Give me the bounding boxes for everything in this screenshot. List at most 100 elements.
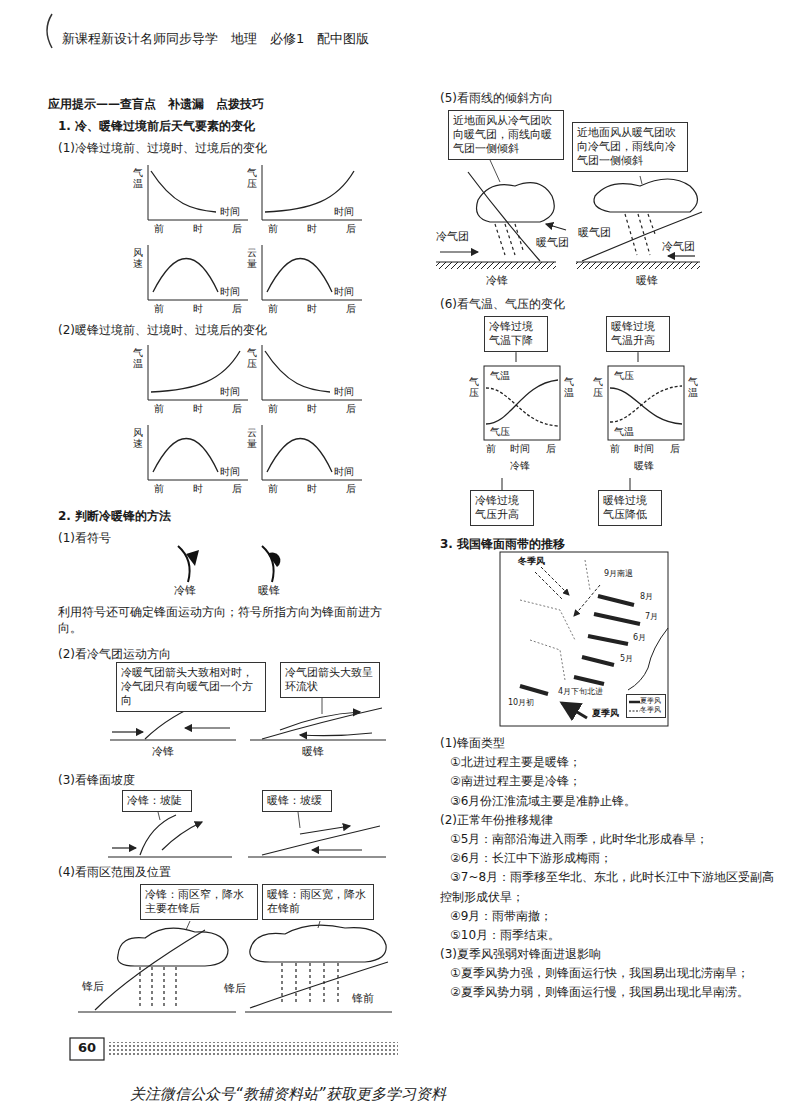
subheading: (1)锋面类型 bbox=[440, 734, 775, 753]
air-mass-label: 暖气团 bbox=[578, 226, 622, 241]
chart-label: 时间 bbox=[634, 443, 654, 454]
list-item: ②6月：长江中下游形成梅雨； bbox=[440, 849, 775, 868]
box-text: 近地面风从暖气团吹向冷气团，雨线向冷气团一侧倾斜 bbox=[577, 126, 683, 168]
map-label: 5月 bbox=[620, 655, 633, 664]
tick-label: 后 bbox=[346, 303, 356, 314]
tick-label: 前 bbox=[154, 303, 164, 314]
leader-line bbox=[502, 478, 503, 490]
chart-label: 气压 bbox=[593, 376, 603, 398]
chart-label: 前 bbox=[610, 443, 620, 454]
slope-figure bbox=[108, 812, 386, 857]
callout-box: 近地面风从冷气团吹向暖气团，雨线向暖气团一侧倾斜 bbox=[448, 110, 564, 160]
chart-label: 气压 bbox=[614, 370, 634, 381]
temp-pressure-chart: 气压气压气温气温前时间后暖锋 bbox=[590, 362, 702, 478]
callout-box: 冷气团箭头大致呈环流状 bbox=[280, 662, 380, 698]
chart-label: 气温 bbox=[614, 426, 634, 437]
subheading: (6)看气温、气压的变化 bbox=[440, 296, 740, 312]
symbol-label: 冷锋 bbox=[174, 584, 214, 599]
rain-area-figure bbox=[318, 921, 320, 928]
graph-axes bbox=[262, 425, 362, 480]
tick-label: 后 bbox=[346, 403, 356, 414]
leader-line bbox=[638, 352, 639, 362]
rain-area-figure bbox=[186, 921, 190, 930]
graph-axes bbox=[148, 345, 248, 400]
tick-label: 时 bbox=[193, 303, 203, 314]
chart-frame bbox=[484, 366, 560, 440]
axis-label: 时间 bbox=[334, 206, 354, 217]
list-item: ②南进过程主要是冷锋； bbox=[440, 772, 775, 791]
callout-box: 冷锋过境气温下降 bbox=[484, 316, 548, 352]
tick-label: 前 bbox=[154, 483, 164, 494]
subheading: (5)看雨线的倾斜方向 bbox=[440, 90, 740, 106]
rain-line-figure bbox=[477, 183, 555, 222]
axis-label: 时间 bbox=[334, 466, 354, 477]
page-number-band bbox=[70, 1038, 104, 1060]
section-heading: 2. 判断冷暖锋的方法 bbox=[58, 508, 398, 524]
list-item: ③6月份江淮流域主要是准静止锋。 bbox=[440, 792, 775, 811]
tick-label: 时 bbox=[307, 223, 317, 234]
rain-area-figure bbox=[245, 1011, 392, 1012]
graph-axes bbox=[148, 245, 248, 300]
china-rain-belt-map bbox=[520, 596, 640, 694]
chart-label: 后 bbox=[546, 443, 556, 454]
rain-line-figure bbox=[436, 262, 556, 269]
china-rain-belt-map bbox=[500, 552, 668, 726]
tick-label: 前 bbox=[154, 403, 164, 414]
tick-label: 时 bbox=[193, 223, 203, 234]
subheading: (1)看符号 bbox=[58, 530, 258, 546]
map-label: 9月南退 bbox=[604, 570, 633, 579]
page-number: 60 bbox=[70, 1039, 104, 1057]
temp-pressure-chart: 气压气温气温气压前时间后冷锋 bbox=[466, 362, 578, 478]
front-symbol bbox=[262, 546, 274, 582]
side-label: 锋后 bbox=[82, 980, 112, 995]
chart-title: 冷锋 bbox=[510, 460, 530, 471]
chart-label: 气温 bbox=[490, 370, 510, 381]
tick-label: 前 bbox=[268, 223, 278, 234]
page-number-band bbox=[70, 1038, 398, 1060]
rain-area-figure bbox=[95, 930, 205, 1010]
graph-axes bbox=[153, 259, 218, 293]
section-heading: 3. 我国锋面雨带的推移 bbox=[440, 536, 740, 552]
rain-line-figure bbox=[468, 172, 540, 261]
front-symbol bbox=[186, 550, 199, 566]
map-label: 夏季风 bbox=[592, 709, 619, 719]
front-label: 冷锋 bbox=[486, 274, 526, 289]
chart-label: 时间 bbox=[510, 443, 530, 454]
chart-label: 气压 bbox=[469, 376, 479, 398]
list-item: ③7~8月：雨季移至华北、东北，此时长江中下游地区受副高控制形成伏旱； bbox=[440, 868, 775, 906]
tick-label: 时 bbox=[307, 403, 317, 414]
tick-label: 后 bbox=[232, 223, 242, 234]
graph-axes bbox=[265, 171, 354, 212]
front-symbol bbox=[178, 546, 280, 582]
box-text: 暖锋过境气压降低 bbox=[603, 494, 657, 522]
box-text: 暖锋过境气温升高 bbox=[611, 320, 665, 348]
china-rain-belt-map bbox=[574, 585, 600, 616]
chart-frame bbox=[608, 366, 684, 440]
subheading: (4)看雨区范围及位置 bbox=[58, 864, 258, 880]
axis-label: 气温 bbox=[133, 167, 143, 189]
subheading: (2)暖锋过境前、过境时、过境后的变化 bbox=[58, 322, 398, 338]
rain-line-figure bbox=[546, 224, 566, 230]
axis-label: 云量 bbox=[247, 427, 257, 449]
box-text: 冷锋：雨区窄，降水主要在锋后 bbox=[145, 888, 253, 916]
rain-area-figure bbox=[250, 962, 388, 1008]
chart-frame bbox=[486, 388, 558, 426]
axis-label: 时间 bbox=[220, 286, 240, 297]
slope-figure bbox=[108, 856, 232, 857]
axis-label: 时间 bbox=[334, 286, 354, 297]
rain-line-figure bbox=[668, 255, 695, 256]
callout-box: 冷锋：雨区窄，降水主要在锋后 bbox=[140, 884, 258, 920]
subheading: (2)正常年份推移规律 bbox=[440, 811, 775, 830]
page-number-band bbox=[108, 1042, 398, 1056]
subheading: (1)冷锋过境前、过境时、过境后的变化 bbox=[58, 140, 398, 156]
text-column: (1)锋面类型①北进过程主要是暖锋；②南进过程主要是冷锋；③6月份江淮流域主要是… bbox=[440, 734, 775, 1003]
symbol-label: 暖锋 bbox=[258, 584, 298, 599]
slope-figure bbox=[248, 856, 386, 857]
air-mass-label: 冷气团 bbox=[436, 230, 480, 245]
tick-label: 时 bbox=[193, 483, 203, 494]
china-rain-belt-map bbox=[500, 552, 668, 726]
section-heading: 应用提示——查盲点 补遗漏 点拨技巧 bbox=[48, 96, 408, 112]
callout-box: 近地面风从暖气团吹向冷气团，雨线向冷气团一侧倾斜 bbox=[572, 122, 688, 172]
section-heading: 1. 冷、暖锋过境前后天气要素的变化 bbox=[58, 118, 398, 134]
box-text: 暖锋：坡缓 bbox=[267, 794, 327, 808]
